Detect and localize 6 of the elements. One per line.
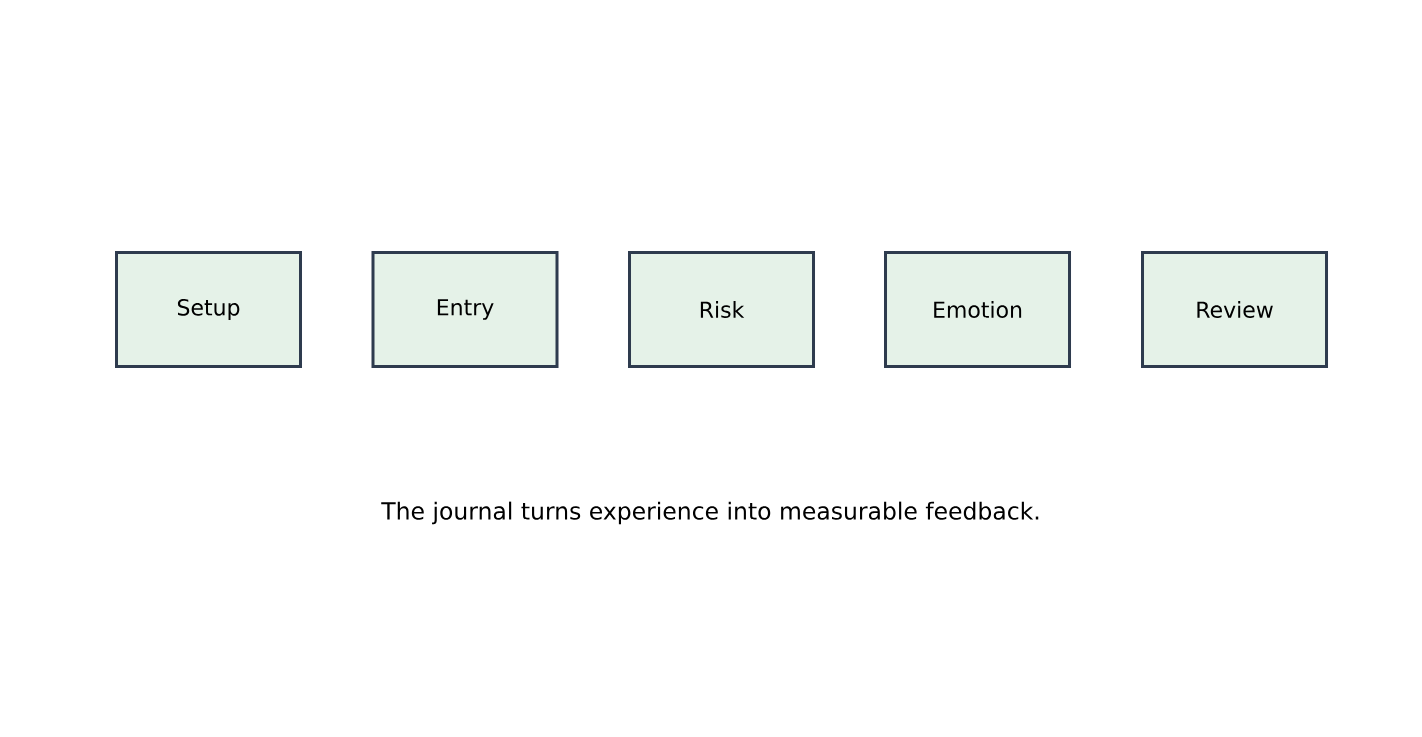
process-box: Emotion — [884, 251, 1071, 368]
process-box: Risk — [628, 251, 815, 368]
caption: The journal turns experience into measurable feedback. — [381, 501, 1039, 525]
process-box: Entry — [371, 251, 559, 368]
process-box: Setup — [115, 251, 302, 368]
process-box: Review — [1141, 251, 1328, 368]
